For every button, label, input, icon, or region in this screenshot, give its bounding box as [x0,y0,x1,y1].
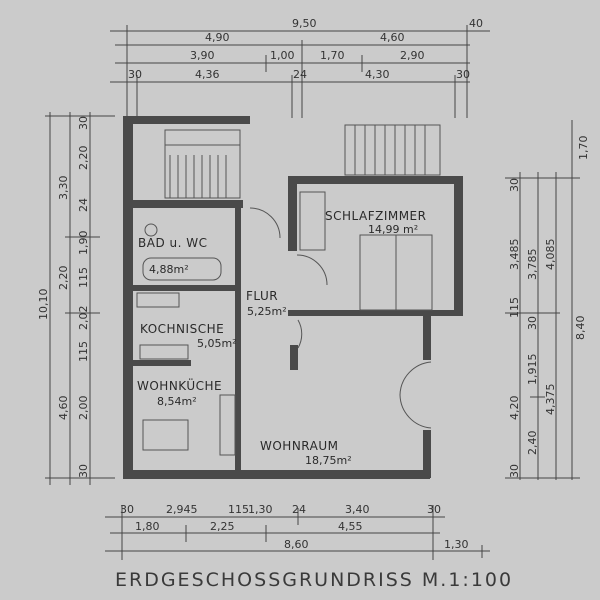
dim-top-a: 3,90 [190,49,215,62]
doors [249,207,432,429]
toilet [144,223,158,237]
room-name-wohnraum: WOHNRAUM [260,439,339,453]
dim-top-wall-right: 30 [456,68,470,81]
walls [123,116,463,479]
room-name-wohnkueche: WOHNKÜCHE [137,377,222,393]
dim-left-i4: 1,90 [77,231,90,256]
dim-bottom-r1-f: 3,40 [345,503,370,516]
room-name-bad: BAD u. WC [138,236,207,250]
bathtub [142,257,222,281]
dim-left-total: 10,10 [37,289,50,321]
dim-left-i1: 30 [77,116,90,130]
left-dimension-labels: 10,10 3,30 2,20 4,60 30 2,20 24 1,90 115… [37,116,90,478]
dim-right-c1-b: 3,485 [508,239,521,271]
dim-right-c1-e: 30 [508,464,521,478]
dim-bottom-r1-e: 24 [292,503,306,516]
dim-top-b: 1,00 [270,49,295,62]
dim-left-i2: 2,20 [77,146,90,171]
right-dimension-labels: 1,70 30 3,485 115 4,20 30 3,785 30 1,915… [508,136,590,479]
bottom-dimension-lines [105,505,490,560]
dim-right-c2-b: 30 [526,316,539,330]
dim-right-total: 8,40 [574,316,587,341]
room-area-schlafzimmer: 14,99 m² [368,223,418,236]
dim-top-overhang: 40 [469,17,483,30]
dim-left-i6: 2,02 [77,306,90,331]
dim-right-c3-a: 4,085 [544,239,557,271]
dim-bottom-r2-c: 4,55 [338,520,363,533]
dim-top-c: 1,70 [320,49,345,62]
dim-bottom-r1-d: 1,30 [248,503,273,516]
dim-top-room-left: 4,36 [195,68,220,81]
dim-left-i9: 30 [77,464,90,478]
room-name-schlafzimmer: SCHLAFZIMMER [325,209,426,223]
room-area-wohnkueche: 8,54m² [157,395,197,408]
left-dimension-lines [45,112,115,485]
drawing-title: ERDGESCHOSSGRUNDRISS M.1:100 [115,569,513,591]
dim-bottom-r1-c: 115 [228,503,249,516]
stove [139,344,189,360]
dim-top-room-right: 4,30 [365,68,390,81]
dim-bottom-r1-b: 2,945 [166,503,198,516]
dim-top-d: 2,90 [400,49,425,62]
dim-bottom-r2-b: 2,25 [210,520,235,533]
staircase-left [164,129,241,199]
staircase-right [344,124,441,176]
furniture [136,191,433,456]
dim-right-c1-c: 115 [508,297,521,318]
dim-right-top: 1,70 [577,136,590,161]
dim-left-i8: 2,00 [77,396,90,421]
dim-bottom-r1-g: 30 [427,503,441,516]
right-dimension-lines [505,120,580,480]
dim-bottom-r1-a: 30 [120,503,134,516]
wardrobe [299,191,326,251]
room-area-bad: 4,88m² [149,263,189,276]
dim-top-total: 9,50 [292,17,317,30]
dim-top-left: 4,90 [205,31,230,44]
room-area-kochnische: 5,05m² [197,337,237,350]
dim-left-i5: 115 [77,267,90,288]
room-area-flur: 5,25m² [247,305,287,318]
dim-left-i3: 24 [77,198,90,212]
dim-bottom-overhang: 1,30 [444,538,469,551]
dim-left-upper: 3,30 [57,176,70,201]
bench [219,394,236,456]
dim-bottom-total: 8,60 [284,538,309,551]
dim-top-right: 4,60 [380,31,405,44]
dim-right-c1-a: 30 [508,178,521,192]
dim-right-c1-d: 4,20 [508,396,521,421]
dim-right-c2-a: 3,785 [526,249,539,281]
dim-left-lower: 4,60 [57,396,70,421]
dim-bottom-r2-a: 1,80 [135,520,160,533]
dim-top-wall-left: 30 [128,68,142,81]
dim-left-i7: 115 [77,341,90,362]
dim-right-c2-d: 2,40 [526,431,539,456]
dim-right-c3-b: 4,375 [544,384,557,416]
dim-top-wall-mid: 24 [293,68,307,81]
room-area-wohnraum: 18,75m² [305,454,352,467]
room-name-kochnische: KOCHNISCHE [140,322,224,336]
room-name-flur: FLUR [246,289,278,303]
dim-left-mid: 2,20 [57,266,70,291]
dim-right-c2-c: 1,915 [526,354,539,386]
table [142,419,189,451]
top-dimension-lines [110,25,490,118]
bottom-dimension-labels: 30 2,945 115 1,30 24 3,40 30 1,80 2,25 4… [120,503,469,551]
kitchen-counter [136,292,180,308]
